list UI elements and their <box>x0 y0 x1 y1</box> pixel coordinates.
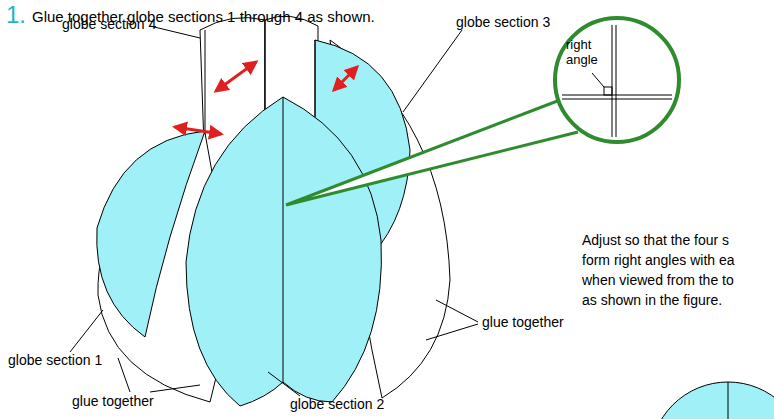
top-view-globe <box>650 382 774 419</box>
note-text: form right angles with ea <box>582 252 735 269</box>
magnifier-outline <box>552 15 682 145</box>
leader-line <box>426 324 478 340</box>
part-label: globe section 2 <box>290 396 384 413</box>
glue-label: glue together <box>72 393 154 410</box>
note-text: Adjust so that the four s <box>582 232 729 249</box>
magnifier-leader <box>286 100 578 205</box>
part-label: globe section 3 <box>456 14 550 31</box>
globe-section-2 <box>186 97 381 406</box>
leader-line <box>70 310 103 352</box>
step-number: 1. <box>6 2 26 28</box>
leader-line <box>150 26 200 38</box>
leader-line <box>150 385 200 392</box>
glue-label: glue together <box>482 314 564 331</box>
magnifier-circle: right angle <box>552 15 682 145</box>
glue-arrow <box>216 62 256 91</box>
leader-line <box>436 300 478 322</box>
note-text: when viewed from the to <box>582 272 734 289</box>
note-text: as shown in the figure. <box>582 292 722 309</box>
callout-text: right angle <box>566 37 610 67</box>
leader-line <box>403 30 462 112</box>
leader-line <box>118 358 130 392</box>
leader-line <box>268 372 300 396</box>
glue-arrow <box>175 127 221 134</box>
glue-arrow <box>334 67 357 90</box>
part-label: globe section 4 <box>62 16 156 33</box>
part-label: globe section 1 <box>8 352 102 369</box>
